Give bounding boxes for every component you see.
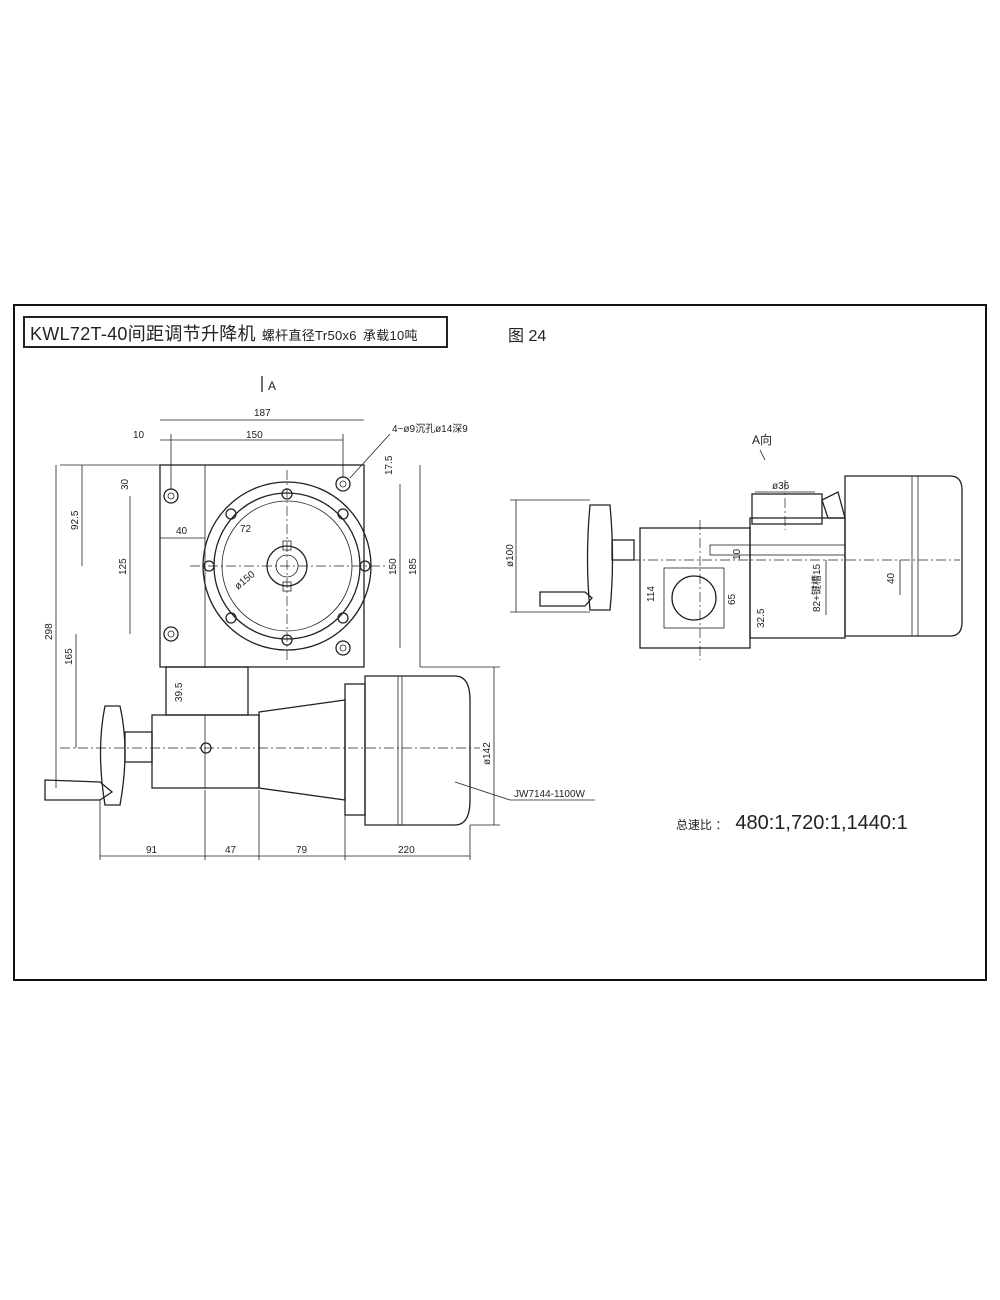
motor-body [364, 675, 471, 826]
dim-39-5: 39.5 [174, 682, 185, 702]
drawing-title: KWL72T-40间距调节升降机螺杆直径Tr50x6 承载10吨 [30, 320, 418, 346]
dim-10-side: 10 [732, 548, 743, 560]
dim-dia150: ø150 [233, 569, 258, 592]
gearbox-body [151, 714, 260, 789]
view-marker-a: A [268, 379, 276, 393]
total-ratio: 总速比 ： 480:1,720:1,1440:1 [676, 812, 908, 835]
dim-40-side: 40 [886, 572, 897, 584]
ratio-label: 总速比 ： [676, 818, 728, 832]
side-gear-bore [671, 575, 717, 621]
hand-crank [44, 779, 114, 801]
motor-label: JW7144-1100W [514, 789, 586, 800]
title-box [23, 316, 448, 348]
side-motor [844, 475, 963, 637]
side-view: A向 ø100 ø36 114 65 10 82+键槽15 40 [505, 432, 963, 660]
dim-30: 30 [120, 478, 131, 490]
front-view: A [44, 376, 595, 860]
dim-40: 40 [176, 526, 188, 537]
side-view-title: A向 [752, 432, 772, 447]
dim-114: 114 [646, 586, 657, 602]
dim-key: 82+键槽15 [810, 563, 823, 612]
title-model: KWL72T-40间距调节升降机 [30, 324, 256, 344]
dim-92-5: 92.5 [70, 510, 81, 530]
dim-187: 187 [254, 408, 271, 419]
title-screw: 螺杆直径Tr50x6 [261, 328, 357, 343]
dim-72: 72 [240, 524, 252, 535]
dim-dia36: ø36 [772, 481, 790, 492]
dim-65: 65 [727, 593, 738, 605]
dim-10: 10 [133, 430, 145, 441]
dim-185: 185 [408, 558, 419, 575]
dim-79: 79 [296, 845, 308, 856]
dim-17-5: 17.5 [384, 455, 395, 475]
drawing-frame [13, 304, 987, 981]
title-load: 承载10吨 [362, 328, 418, 343]
ratio-values: 480:1,720:1,1440:1 [735, 812, 908, 834]
dim-165: 165 [64, 648, 75, 665]
mounting-hole [163, 488, 179, 504]
dim-91: 91 [146, 845, 158, 856]
dim-150-right: 150 [388, 558, 399, 575]
dim-47: 47 [225, 845, 237, 856]
dim-32-5: 32.5 [756, 608, 767, 628]
dim-150-top: 150 [246, 430, 263, 441]
dim-dia142: ø142 [482, 742, 493, 765]
dim-holes: 4~ø9沉孔ø14深9 [392, 422, 468, 435]
dim-dia100: ø100 [505, 544, 516, 567]
dim-125: 125 [118, 558, 129, 575]
dim-298: 298 [44, 623, 55, 640]
motor-adapter [258, 699, 346, 801]
handwheel [99, 705, 126, 806]
side-handwheel [586, 504, 614, 611]
figure-label: 图 24 [508, 328, 547, 345]
dim-220: 220 [398, 845, 415, 856]
